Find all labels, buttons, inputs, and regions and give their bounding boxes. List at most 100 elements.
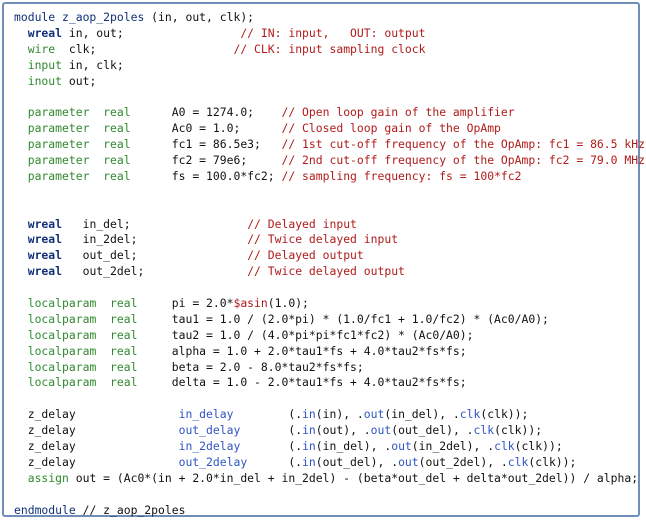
code-token: tau1 = 1.0 / (2.0*pi) * (1.0/fc1 + 1.0/f… <box>137 311 549 326</box>
code-token: tau2 = 1.0 / (4.0*pi*pi*fc1*fc2) * (Ac0/… <box>137 327 474 342</box>
code-token: parameter real <box>27 153 131 168</box>
code-token: fc1 = 86.5e3; <box>130 137 282 152</box>
code-line <box>14 487 645 503</box>
code-token: parameter real <box>27 105 131 120</box>
code-token: (in_del), . <box>315 439 392 454</box>
code-line <box>14 201 645 217</box>
code-token: z_delay <box>14 439 179 454</box>
code-token: in_delay <box>178 407 234 422</box>
code-token: (. <box>233 407 303 422</box>
code-token: input <box>27 57 63 72</box>
code-token <box>14 312 28 326</box>
code-token: parameter real <box>27 137 131 152</box>
code-line: parameter real fc1 = 86.5e3; // 1st cut-… <box>14 137 645 153</box>
code-token: parameter real <box>27 168 131 183</box>
code-token: alpha = 1.0 + 2.0*tau1*fs + 4.0*tau2*fs*… <box>137 343 467 358</box>
code-token: in, out; <box>62 25 241 40</box>
code-line: z_delay out_delay (.in(out), .out(out_de… <box>14 423 645 439</box>
code-token: in_del; <box>62 216 248 231</box>
code-token: z_delay <box>14 407 179 422</box>
code-token: // Delayed output <box>247 248 364 263</box>
code-line: module z_aop_2poles (in, out, clk); <box>14 10 645 26</box>
code-token: (clk)); <box>480 407 529 422</box>
code-line: localparam real tau2 = 1.0 / (4.0*pi*pi*… <box>14 328 645 344</box>
code-line: wreal in, out; // IN: input, OUT: output <box>14 26 645 42</box>
code-token: in, clk; <box>62 57 124 72</box>
code-token: out_delay <box>178 423 241 438</box>
code-token: wreal <box>27 232 63 247</box>
code-token <box>14 121 28 135</box>
code-line: parameter real fc2 = 79e6; // 2nd cut-of… <box>14 153 645 169</box>
code-token <box>14 344 28 358</box>
code-token: out; <box>62 73 97 88</box>
code-token: in <box>302 439 316 454</box>
code-token: z_delay <box>14 454 179 469</box>
code-token: (in), . <box>315 407 364 422</box>
code-token: out = (Ac0*(in + 2.0*in_del + in_2del) -… <box>68 470 639 485</box>
code-token <box>14 360 28 374</box>
code-token: // 1st cut-off frequency of the OpAmp: f… <box>281 137 645 152</box>
code-token <box>14 137 28 151</box>
code-token: (out), . <box>315 423 371 438</box>
code-token: clk <box>459 407 481 422</box>
code-token: Ac0 = 1.0; <box>130 121 282 136</box>
code-token: $asin <box>233 296 268 311</box>
code-token <box>14 471 28 485</box>
code-token: assign <box>27 470 69 485</box>
code-line <box>14 280 645 296</box>
source-code[interactable]: module z_aop_2poles (in, out, clk); wrea… <box>14 10 645 519</box>
code-token: // Open loop gain of the amplifier <box>281 105 515 120</box>
code-token <box>14 58 28 72</box>
code-line <box>14 89 645 105</box>
code-token: out_2del; <box>62 264 248 279</box>
code-token: (out_del), . <box>315 454 399 469</box>
code-line: parameter real A0 = 1274.0; // Open loop… <box>14 105 645 121</box>
code-line: z_delay out_2delay (.in(out_del), .out(o… <box>14 455 645 471</box>
code-token: parameter real <box>27 121 131 136</box>
code-token: (. <box>240 423 303 438</box>
code-token: (in_del), . <box>384 407 460 422</box>
code-token: wreal <box>27 25 63 40</box>
code-line: wire clk; // CLK: input sampling clock <box>14 42 645 58</box>
code-token: localparam real <box>27 296 138 311</box>
code-token: inout <box>27 73 63 88</box>
code-line: wreal out_2del; // Twice delayed output <box>14 264 645 280</box>
code-token: out_del; <box>62 248 248 263</box>
code-token <box>14 375 28 389</box>
code-token: // Delayed input <box>247 216 357 231</box>
code-token: in_2delay <box>178 439 241 454</box>
code-token: fs = 100.0*fc2; <box>130 168 282 183</box>
code-token <box>14 232 28 246</box>
code-token <box>14 42 28 56</box>
code-line: input in, clk; <box>14 58 645 74</box>
code-token: delta = 1.0 - 2.0*tau1*fs + 4.0*tau2*fs*… <box>137 375 467 390</box>
code-token: wreal <box>27 216 63 231</box>
code-line <box>14 185 645 201</box>
code-line: localparam real tau1 = 1.0 / (2.0*pi) * … <box>14 312 645 328</box>
code-token: localparam real <box>27 311 138 326</box>
code-token: localparam real <box>27 327 138 342</box>
code-token: out <box>398 454 419 469</box>
code-token <box>14 105 28 119</box>
code-token: (clk)); <box>514 439 563 454</box>
code-token: // Twice delayed output <box>247 264 405 279</box>
code-token: (. <box>240 439 303 454</box>
code-line: localparam real pi = 2.0*$asin(1.0); <box>14 296 645 312</box>
code-token: (out_2del), . <box>418 454 508 469</box>
code-token: wreal <box>27 264 63 279</box>
code-line: localparam real beta = 2.0 - 8.0*tau2*fs… <box>14 360 645 376</box>
code-token: (in, out, clk); <box>144 10 255 24</box>
code-line <box>14 391 645 407</box>
code-token: (clk)); <box>528 454 577 469</box>
code-token: in <box>302 407 316 422</box>
code-line: assign out = (Ac0*(in + 2.0*in_del + in_… <box>14 471 645 487</box>
code-token <box>14 26 28 40</box>
code-token <box>14 248 28 262</box>
code-token: fc2 = 79e6; <box>130 153 282 168</box>
code-token <box>14 74 28 88</box>
code-line: localparam real delta = 1.0 - 2.0*tau1*f… <box>14 375 645 391</box>
code-line: endmodule // z_aop_2poles <box>14 503 645 519</box>
code-line: z_delay in_delay (.in(in), .out(in_del),… <box>14 407 645 423</box>
code-token: localparam real <box>27 375 138 390</box>
